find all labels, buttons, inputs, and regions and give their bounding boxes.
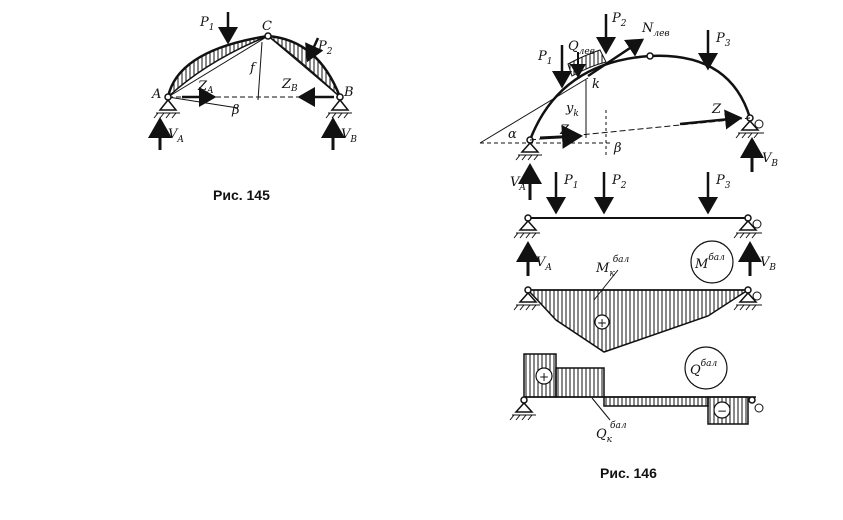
fig145-label-P1: P1 bbox=[199, 15, 214, 33]
fig146-beam-label-P1: P1 bbox=[563, 173, 578, 191]
fig146-thrust-right bbox=[679, 109, 743, 130]
fig146-hinge-crown bbox=[646, 52, 654, 60]
fig145-line-AC bbox=[167, 35, 269, 98]
fig146-label-Qk: Qкбал bbox=[596, 420, 627, 445]
fig146-label-beta: β bbox=[613, 141, 622, 156]
fig146-label-Z2: Z bbox=[711, 102, 722, 117]
fig146-mbal-circle bbox=[690, 240, 734, 284]
fig146-shear-minus: − bbox=[717, 404, 727, 418]
fig146-label-Mk: Mкбал bbox=[595, 254, 630, 279]
fig145-label-ZB: ZB bbox=[281, 77, 298, 94]
fig146-mk-leader bbox=[593, 269, 619, 301]
fig145-label-f: f bbox=[249, 61, 257, 76]
fig146-thrust-left bbox=[539, 124, 583, 149]
fig146-label-k: k bbox=[592, 77, 600, 92]
fig146-beam-label-P3: P3 bbox=[715, 173, 731, 191]
fig145-caption: Рис. 145 bbox=[213, 187, 270, 203]
fig146-qbal-circle bbox=[684, 346, 728, 390]
fig146-label-VA: VA bbox=[510, 175, 526, 193]
fig146-beam: P1 P2 P3 VA VB bbox=[513, 172, 776, 276]
fig145-support-B bbox=[330, 98, 350, 111]
fig146-shear-pos-2 bbox=[555, 367, 605, 398]
fig146-label-Z1: Z bbox=[559, 123, 570, 138]
fig145-label-B: B bbox=[343, 85, 354, 100]
fig146-moment-diagram: + Mкбал Mбал bbox=[513, 240, 762, 353]
fig145-support-A bbox=[158, 98, 178, 111]
fig146-arch: P1 P2 P3 Qлев Nлев k yk Z Z α β VA VB bbox=[479, 11, 778, 200]
fig146-moment-fill bbox=[526, 289, 751, 353]
fig146-support-A bbox=[520, 141, 540, 153]
fig146-beam-support-A bbox=[518, 219, 538, 231]
fig145-slant bbox=[167, 96, 239, 109]
fig146-beam-label-P2: P2 bbox=[611, 173, 627, 191]
fig146-shear-neg-1 bbox=[603, 396, 709, 407]
fig146-shear-plus: + bbox=[539, 370, 549, 384]
fig146-label-N: Nлев bbox=[641, 21, 670, 39]
fig146-beam-support-B bbox=[738, 219, 758, 231]
fig145-hinge-C bbox=[264, 32, 272, 40]
fig146-beam-label-VB: VB bbox=[760, 255, 776, 273]
fig146-label-Q: Qлев bbox=[568, 39, 595, 57]
fig145-label-C: C bbox=[262, 19, 272, 34]
fig146-shear-diagram: + − Qбал Qкбал bbox=[509, 346, 764, 445]
fig145-three-hinged-arch: P1 P2 A B C ZA ZB f β VA VB Рис. 145 bbox=[148, 12, 357, 203]
fig146-tangent-line bbox=[479, 77, 589, 144]
fig146-label-P2: P2 bbox=[611, 11, 627, 29]
fig146-moment-sign bbox=[594, 314, 610, 330]
fig146-label-P3: P3 bbox=[715, 31, 731, 49]
fig146-label-alpha: α bbox=[508, 127, 517, 142]
fig146-label-VB: VB bbox=[762, 151, 778, 169]
fig146-moment-plus: + bbox=[597, 316, 607, 330]
fig145-label-VA: VA bbox=[168, 127, 184, 145]
fig145-load-P2 bbox=[305, 37, 324, 63]
fig145-label-A: A bbox=[151, 87, 161, 102]
fig146-label-Mbal: Mбал bbox=[694, 252, 725, 272]
fig146-shear-plus-circle bbox=[535, 367, 553, 385]
fig145-rise-f bbox=[257, 41, 263, 101]
fig145-line-CB bbox=[267, 35, 341, 98]
fig146-beam-label-VA: VA bbox=[536, 255, 552, 273]
fig145-label-P2: P2 bbox=[317, 39, 333, 57]
fig146-support-B bbox=[740, 119, 760, 131]
fig145-label-ZA: ZA bbox=[197, 79, 214, 96]
fig146-force-N bbox=[587, 38, 645, 78]
fig146-qk-leader bbox=[591, 397, 611, 421]
fig146-label-P1: P1 bbox=[537, 49, 552, 67]
fig146-label-yk: yk bbox=[565, 101, 579, 119]
fig146-caption: Рис. 146 bbox=[600, 465, 657, 481]
fig146-shear-minus-circle bbox=[713, 401, 731, 419]
fig146-label-Qbal: Qбал bbox=[690, 358, 718, 378]
fig145-label-beta: β bbox=[231, 103, 240, 118]
fig145-label-VB: VB bbox=[341, 127, 357, 145]
